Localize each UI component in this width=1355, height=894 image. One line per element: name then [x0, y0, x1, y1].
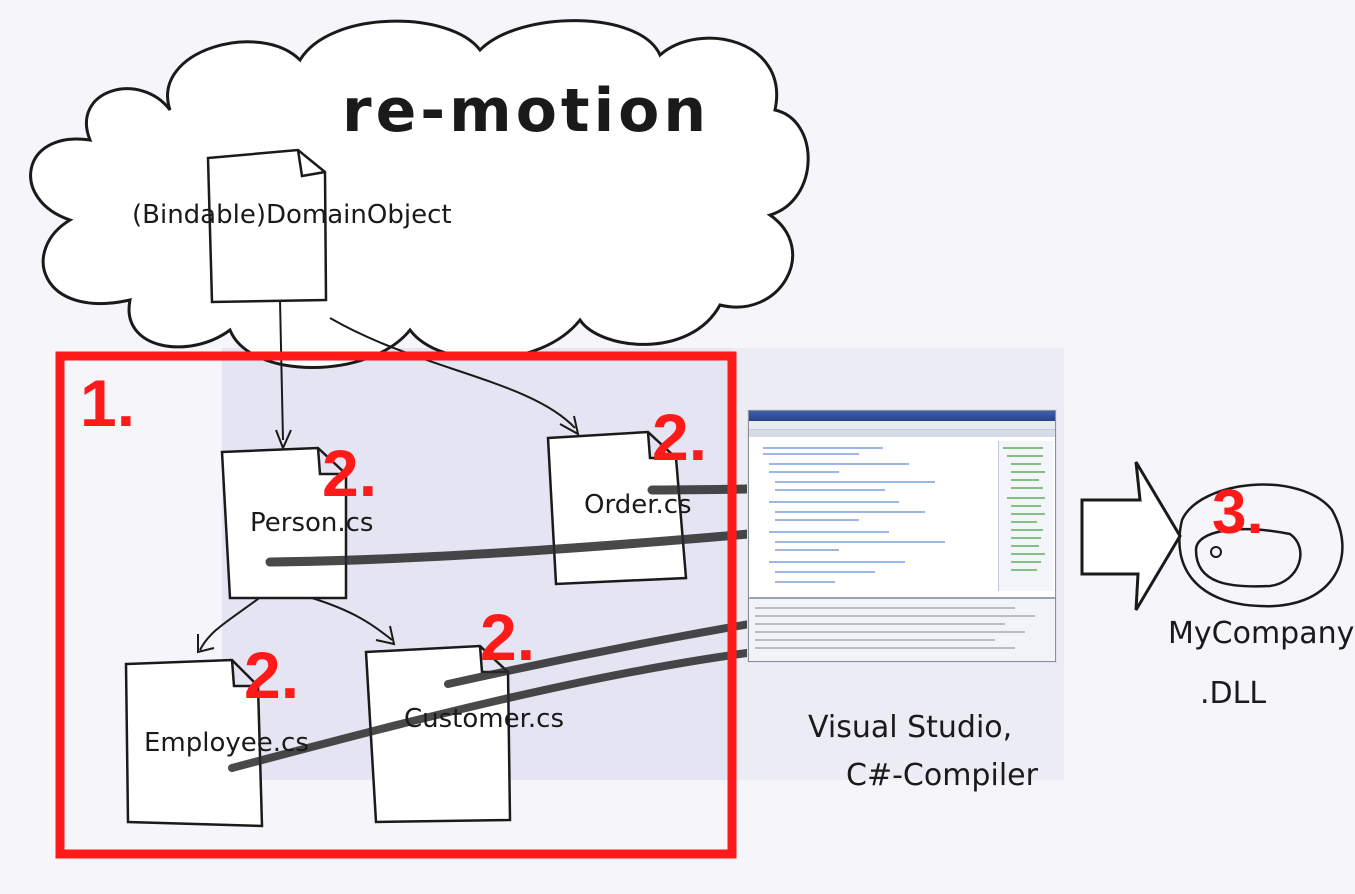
- order-file-label: Order.cs: [584, 490, 692, 520]
- step-two-number-employee: 2.: [244, 638, 300, 712]
- output-label-line2: .DLL: [1200, 676, 1267, 711]
- build-output-arrow: [1080, 461, 1182, 611]
- step-two-number-customer: 2.: [480, 600, 536, 674]
- step-one-frame: [55, 351, 737, 859]
- vs-menu-bar: [749, 421, 1055, 430]
- compiler-label-line2: C#-Compiler: [846, 758, 1038, 793]
- person-file-label: Person.cs: [250, 508, 374, 538]
- vs-tab-strip: [749, 430, 1055, 437]
- base-class-label: (Bindable)DomainObject: [132, 200, 452, 230]
- cloud-shape: [29, 19, 810, 369]
- employee-file-label: Employee.cs: [144, 728, 309, 758]
- customer-file-label: Customer.cs: [404, 704, 565, 734]
- step-one-number: 1.: [80, 366, 136, 440]
- vs-title-bar: [749, 411, 1055, 421]
- domainobject-file-icon: [206, 148, 328, 304]
- dll-outer-shape: [1178, 483, 1344, 608]
- visual-studio-screenshot: [748, 410, 1056, 662]
- vs-code-editor: [755, 441, 991, 591]
- output-label-line1: MyCompany: [1168, 616, 1355, 651]
- dll-inner-shape: [1194, 528, 1302, 588]
- vs-error-list: [749, 597, 1055, 661]
- step-two-number-order: 2.: [652, 400, 708, 474]
- inheritance-arrows: [197, 299, 580, 654]
- compiler-label-line1: Visual Studio,: [808, 710, 1013, 745]
- step-two-number-person: 2.: [322, 436, 378, 510]
- vs-solution-explorer: [998, 441, 1053, 591]
- employee-file-icon: [124, 658, 264, 828]
- step-three-number: 3.: [1212, 478, 1264, 547]
- cloud-title: re-motion: [342, 76, 711, 146]
- dll-dot: [1210, 546, 1222, 558]
